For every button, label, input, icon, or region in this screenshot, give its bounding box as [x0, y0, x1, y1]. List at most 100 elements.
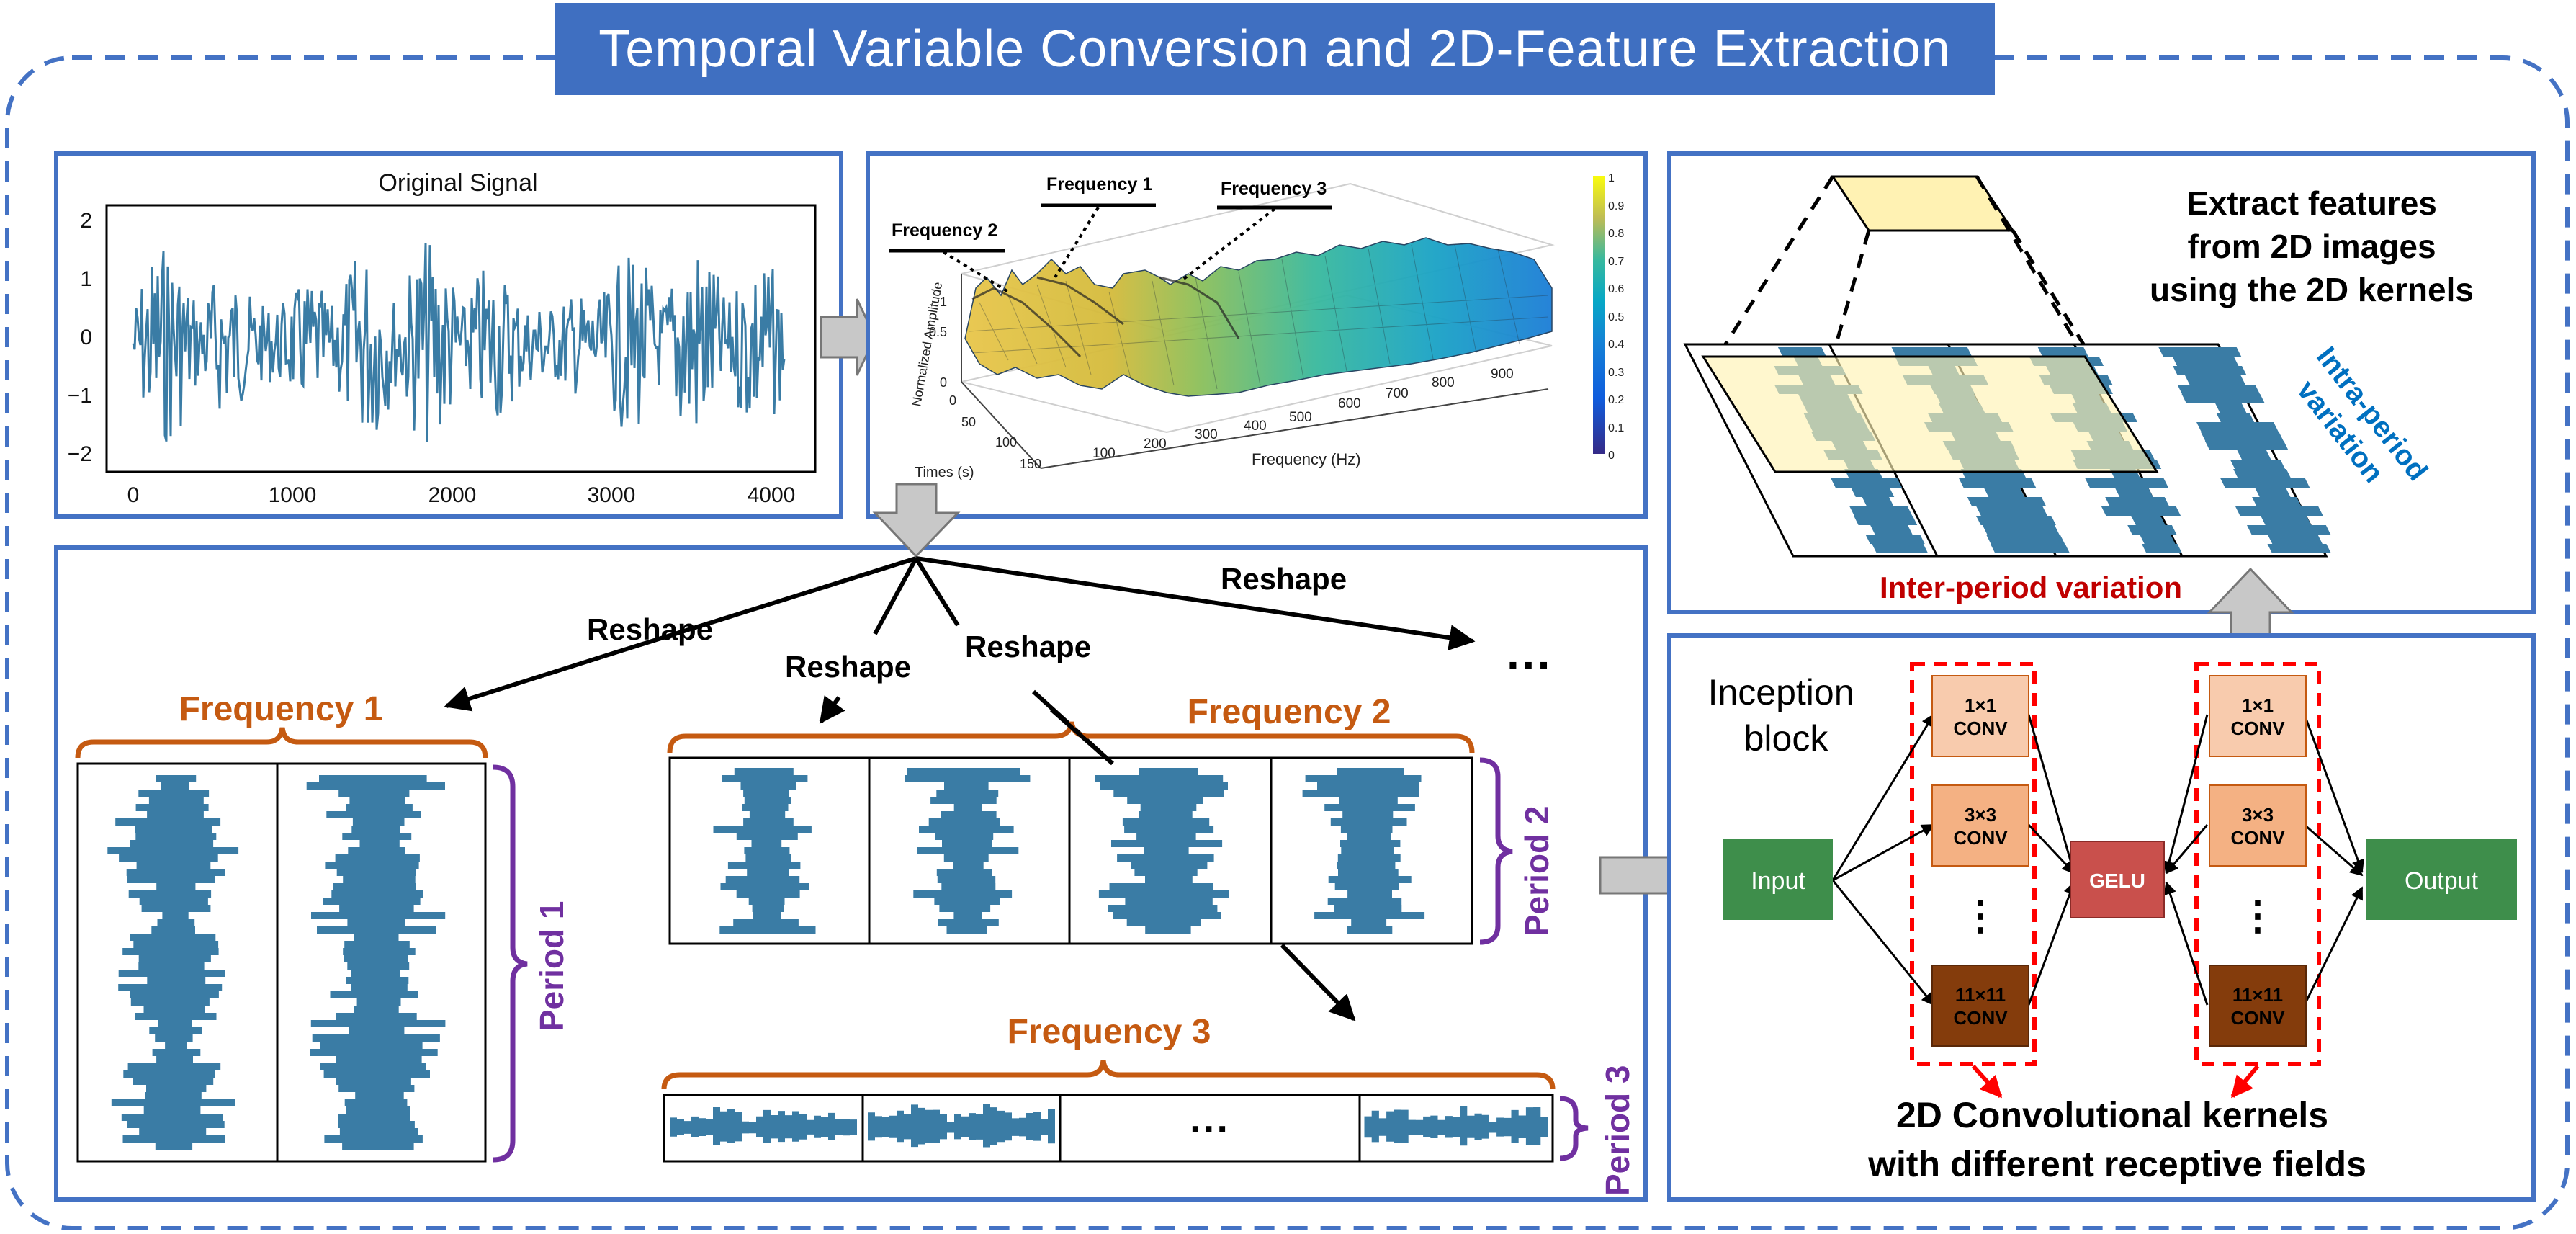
outer-dashed-frame [5, 55, 2570, 1230]
original-signal-x-ticks: 0 1000 2000 3000 4000 [127, 483, 796, 507]
conv-op: CONV [2230, 827, 2285, 849]
period-2-segment [1302, 768, 1425, 934]
reshape-arrow-frequency-1 [444, 655, 602, 712]
frequency-ridge-2 [971, 287, 1082, 358]
conv-group-left [1910, 662, 2037, 1066]
freq-axis [1040, 388, 1549, 469]
freq-tick: 400 [1244, 419, 1267, 434]
x-tick: 1000 [269, 483, 317, 507]
kernel-projection-line [1975, 175, 2087, 358]
annotation-frequency-2: Frequency 2 [892, 220, 997, 241]
reshape-arrow-frequency-1 [601, 556, 917, 659]
frequency-1-brace [75, 727, 488, 759]
z-tick: 0.5 [929, 325, 947, 339]
freq-tick: 200 [1144, 437, 1167, 452]
connector [1832, 823, 1935, 882]
red-pointer-arrow [1971, 1064, 2003, 1099]
connector [2163, 881, 2209, 1006]
conv-size: 11×11 [1955, 984, 2006, 1006]
reshape-label: Reshape [785, 650, 911, 684]
colorbar-tick: 0.3 [1608, 367, 1624, 379]
time-tick: 50 [961, 415, 976, 429]
annotation-leader [1054, 206, 1100, 279]
extract-title-line: using the 2D kernels [2150, 271, 2474, 308]
reshape-label: Reshape [965, 630, 1091, 663]
kernel-receptive-field [1701, 355, 2159, 473]
period-2-label: Period 2 [1518, 805, 1556, 936]
reshape-arrow-more [915, 556, 1476, 651]
conv-op: CONV [2230, 1007, 2285, 1029]
colorbar-tick: 0.1 [1608, 422, 1624, 434]
x-tick: 4000 [748, 483, 796, 507]
x-tick: 0 [127, 483, 140, 507]
conv-3x3-right [2209, 784, 2307, 867]
colorbar-tick: 0.4 [1608, 339, 1624, 351]
y-tick: −1 [68, 384, 92, 408]
period-3-ellipsis: ··· [1190, 1106, 1230, 1151]
connector [2303, 886, 2364, 1006]
y-tick: 0 [80, 326, 92, 349]
conv-size: 3×3 [2242, 804, 2274, 826]
freq-ticks: 100 200 300 400 500 600 700 800 900 [1092, 367, 1514, 461]
freq-axis-label: Frequency (Hz) [1252, 450, 1361, 468]
conv-1x1-right [2209, 675, 2307, 757]
freq-tick: 900 [1491, 367, 1514, 382]
kernel-projection-line [1715, 175, 1835, 358]
colorbar-ticks: 1 0.9 0.8 0.7 0.6 0.5 0.4 0.3 0.2 0.1 0 [1608, 172, 1624, 462]
period-2-segment [713, 768, 816, 934]
surface-mesh [968, 244, 1549, 390]
x-tick: 3000 [588, 483, 636, 507]
period-3-segment [868, 1104, 1055, 1148]
colorbar-tick: 0.9 [1608, 200, 1624, 213]
input-node [1723, 839, 1833, 920]
colorbar-tick: 0.7 [1608, 256, 1624, 268]
period-3-label: Period 3 [1599, 1065, 1636, 1196]
inception-label: Inception block [1708, 672, 1864, 759]
reshape-arrow-frequency-3 [914, 557, 960, 627]
conv-size: 1×1 [1965, 694, 1996, 716]
inception-caption: 2D Convolutional kernels with different … [1867, 1095, 2366, 1184]
freq-tick: 500 [1289, 410, 1312, 425]
reshape-arrow-frequency-2 [819, 695, 845, 724]
image-waveform [2158, 347, 2331, 553]
x-tick: 2000 [428, 483, 477, 507]
conv-1x1-left [1931, 675, 2029, 757]
conv-11x11-left [1931, 965, 2029, 1047]
freq-tick: 100 [1092, 446, 1116, 461]
connector [2304, 823, 2364, 877]
connector [2165, 824, 2209, 875]
conv-op: CONV [1953, 827, 2008, 849]
conv-vdots: ⋮ [1960, 893, 2001, 938]
colorbar-tick: 0.6 [1608, 283, 1624, 295]
conv-vdots: ⋮ [2238, 893, 2278, 938]
freq-tick: 600 [1338, 396, 1361, 411]
inception-label-line: Inception [1708, 672, 1854, 712]
period-2-brace [1479, 757, 1513, 945]
extract-title: Extract features from 2D images using th… [2150, 184, 2474, 308]
input-label: Input [1751, 867, 1805, 895]
original-signal-y-ticks: 2 1 0 −1 −2 [68, 209, 92, 466]
inception-connectors [1831, 713, 2364, 1006]
reshape-label: Reshape [587, 612, 713, 646]
connector [2027, 714, 2078, 875]
colorbar-tick: 1 [1608, 172, 1615, 184]
period-1-brace [493, 764, 528, 1163]
frequency-3-label: Frequency 3 [1007, 1013, 1211, 1051]
frequency-3-brace [661, 1060, 1556, 1090]
arrow-spectrum-to-reshape [872, 483, 961, 558]
reshape-arrow-frequency-2 [873, 557, 918, 635]
red-pointer-arrow [2230, 1065, 2260, 1099]
conv-op: CONV [1953, 717, 2008, 739]
reshape-labels: Reshape Reshape Reshape Reshape [587, 562, 1347, 684]
period-1-segment [306, 775, 446, 1150]
period-1-segment [107, 775, 239, 1150]
gelu-label: GELU [2089, 869, 2145, 892]
conv-op: CONV [2230, 717, 2285, 739]
time-tick: 150 [1020, 457, 1041, 471]
y-tick: 1 [80, 267, 92, 291]
reshape-arrows [444, 556, 1476, 1021]
colorbar [1593, 176, 1605, 454]
period-3-segment [1364, 1106, 1548, 1146]
period-2-segment [1095, 768, 1229, 934]
